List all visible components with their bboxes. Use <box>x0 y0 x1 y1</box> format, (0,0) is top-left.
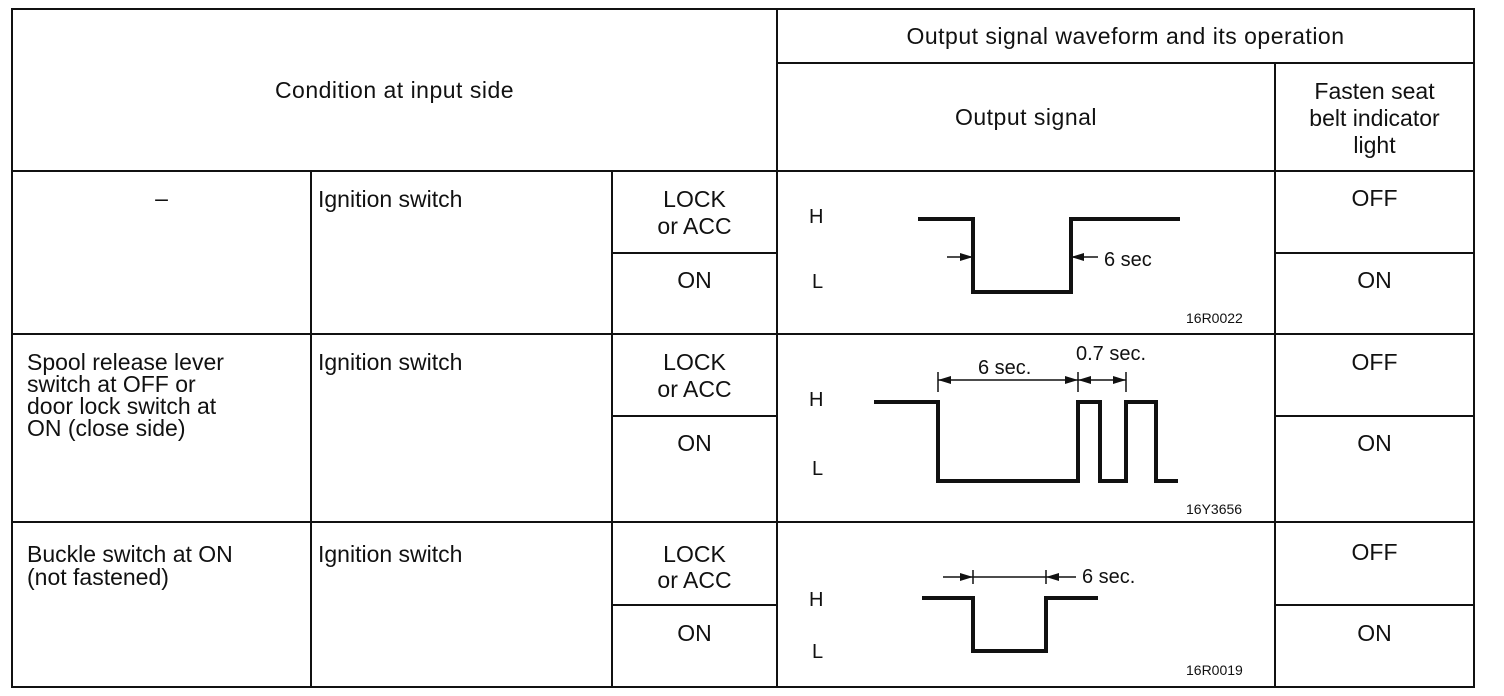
row3-light1: OFF <box>1351 539 1398 565</box>
row1-wave-l: L <box>812 271 824 293</box>
row3-switch: Ignition switch <box>318 541 463 567</box>
row1-wave-label: 6 sec <box>1104 249 1152 271</box>
row2-condition-line1: Spool release lever <box>27 349 224 375</box>
row3-condition-line2: (not fastened) <box>27 564 169 590</box>
row3-waveform <box>922 596 1098 653</box>
header-output-signal: Output signal <box>954 104 1098 130</box>
row3-light2: ON <box>1357 620 1392 646</box>
header-indicator-line1: Fasten seat <box>1314 78 1435 104</box>
row2-pos1-line2: or ACC <box>657 376 732 402</box>
row1-waveform <box>918 217 1180 294</box>
row1-pos1-line2: or ACC <box>657 213 732 239</box>
row1-wave-h: H <box>809 206 824 228</box>
row2-light1: OFF <box>1351 349 1398 375</box>
header-indicator-line3: light <box>1353 132 1396 158</box>
row3-condition-line1: Buckle switch at ON <box>27 541 233 567</box>
row2-wave-l: L <box>812 458 824 480</box>
row2-switch: Ignition switch <box>318 349 463 375</box>
row3-pos1-line1: LOCK <box>663 541 726 567</box>
header-output-group: Output signal waveform and its operation <box>906 23 1345 49</box>
row2-light2: ON <box>1357 430 1392 456</box>
row2-wave-label1: 6 sec. <box>978 357 1032 379</box>
row2-wave-code: 16Y3656 <box>1186 501 1243 517</box>
row1-pos1-line1: LOCK <box>663 186 726 212</box>
row3-wave-l: L <box>812 641 824 663</box>
row3-pos1-line2: or ACC <box>657 567 732 593</box>
row2-condition-line2: switch at OFF or <box>27 371 196 397</box>
row2-condition-line3: door lock switch at <box>27 393 217 419</box>
row1-wave-code: 16R0022 <box>1186 310 1243 326</box>
row2-waveform <box>874 400 1178 483</box>
header-condition: Condition at input side <box>274 77 515 103</box>
header-indicator-line2: belt indicator <box>1309 105 1440 131</box>
row2-pos2: ON <box>677 430 712 456</box>
row3-wave-code: 16R0019 <box>1186 662 1243 678</box>
row2-wave-label2: 0.7 sec. <box>1076 343 1147 365</box>
row1-switch: Ignition switch <box>318 186 463 212</box>
row1-light2: ON <box>1357 267 1392 293</box>
row2-condition-line4: ON (close side) <box>27 415 186 441</box>
row2-dimension <box>937 372 1127 392</box>
row1-condition: – <box>155 185 168 211</box>
row3-wave-h: H <box>809 589 824 611</box>
row2-pos1-line1: LOCK <box>663 349 726 375</box>
row1-pos2: ON <box>677 267 712 293</box>
row1-light1: OFF <box>1351 185 1398 211</box>
row2-wave-h: H <box>809 389 824 411</box>
row3-wave-label: 6 sec. <box>1082 566 1136 588</box>
row3-pos2: ON <box>677 620 712 646</box>
